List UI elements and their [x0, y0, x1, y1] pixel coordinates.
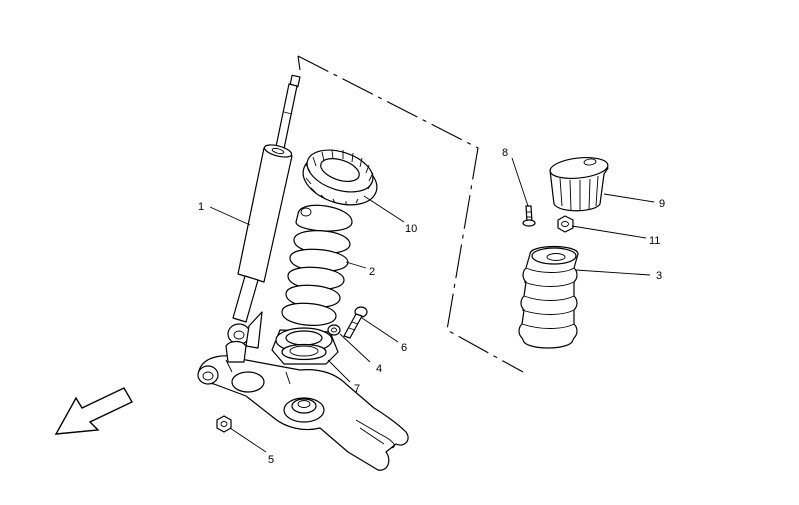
shock-absorber[interactable]: [227, 74, 301, 349]
callout-1: 1: [198, 201, 204, 213]
spring-seat-lower[interactable]: [271, 327, 339, 365]
callout-5: 5: [268, 454, 274, 466]
callout-7: 7: [354, 383, 360, 395]
front-direction-arrow-icon: [54, 387, 133, 435]
bump-stop-nut[interactable]: [557, 215, 574, 233]
bump-stop[interactable]: [518, 245, 579, 349]
assembly-guide-lines: [297, 55, 524, 373]
callout-10: 10: [405, 223, 417, 235]
callout-6: 6: [401, 342, 407, 354]
callout-4: 4: [376, 363, 382, 375]
lower-control-arm[interactable]: [197, 340, 409, 471]
nut[interactable]: [216, 415, 232, 433]
callout-2: 2: [369, 266, 375, 278]
washer[interactable]: [327, 324, 341, 336]
callout-3: 3: [656, 270, 662, 282]
bump-stop-mount[interactable]: [549, 155, 609, 212]
coil-spring[interactable]: [281, 204, 353, 326]
bolt[interactable]: [343, 306, 368, 339]
callout-labels: 1 2 3 4 5 6 7 8 9 10 11: [198, 147, 665, 466]
screw[interactable]: [522, 205, 536, 227]
callout-8: 8: [502, 147, 508, 159]
spring-pad-upper[interactable]: [297, 142, 383, 213]
callout-9: 9: [659, 198, 665, 210]
callout-11: 11: [649, 235, 660, 247]
leader-lines: [209, 157, 655, 453]
